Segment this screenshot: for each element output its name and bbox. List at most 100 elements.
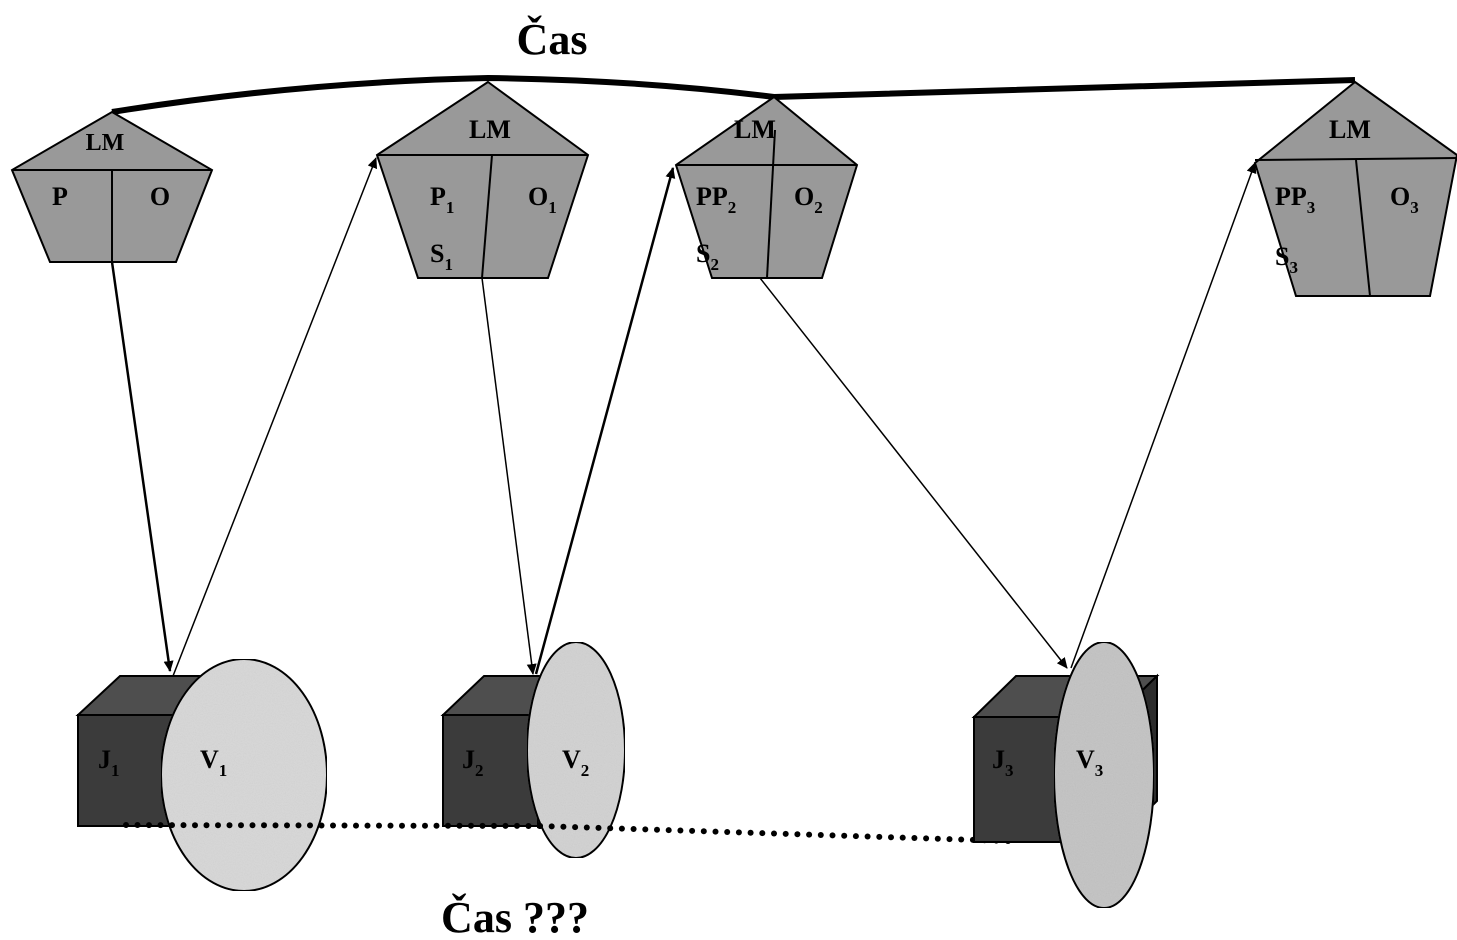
time-dot	[387, 822, 394, 829]
module-4-left-label: PP3	[1275, 182, 1315, 217]
time-dot	[665, 827, 672, 834]
time-dot	[712, 828, 719, 835]
unit-1: J1 V1	[75, 658, 328, 892]
time-dot	[782, 830, 789, 837]
time-dot	[307, 822, 313, 829]
time-dot	[180, 822, 187, 829]
time-dot	[618, 825, 625, 832]
time-dot	[318, 822, 325, 829]
time-dot	[923, 835, 930, 842]
unit-3-ellipse-label: V3	[1076, 745, 1103, 780]
module-1-left-label: P	[52, 182, 68, 211]
module-3-right-label: O2	[794, 182, 823, 217]
unit-2-ellipse	[526, 641, 626, 859]
module-pentagon-2: LM P1 O1 S1	[375, 80, 590, 279]
module-3-bottom-label: S2	[696, 239, 719, 274]
time-dot	[560, 823, 567, 830]
time-dot	[700, 828, 707, 835]
unit-1-box-label: J1	[98, 745, 120, 780]
time-dot	[146, 822, 152, 829]
time-dot	[203, 822, 210, 829]
time-dot	[491, 822, 497, 829]
time-dot	[295, 822, 302, 829]
arrow-module-3-to-unit-3	[759, 277, 1068, 669]
time-dot	[284, 822, 290, 829]
unit-2-ellipse-label: V2	[562, 745, 589, 780]
time-dot	[548, 823, 555, 830]
time-dot	[817, 832, 824, 838]
time-dot	[364, 822, 371, 829]
time-dot	[445, 822, 451, 829]
time-dot	[677, 827, 684, 834]
unit-2: J2 V2	[440, 641, 626, 859]
time-dot	[607, 825, 614, 832]
arrow-unit-1-to-module-2	[172, 157, 378, 677]
arrow-module-1-to-unit-1	[110, 261, 174, 672]
time-dot	[864, 833, 871, 840]
time-dot	[876, 833, 883, 840]
time-dot	[899, 834, 906, 841]
time-dot	[169, 822, 175, 829]
top-title: Čas	[517, 15, 588, 64]
time-dot	[583, 824, 590, 831]
arrow-unit-2-to-module-3	[534, 167, 676, 675]
time-dot	[330, 822, 336, 829]
unit-1-ellipse	[160, 658, 328, 892]
time-dot	[595, 824, 602, 831]
time-dot	[934, 835, 941, 842]
module-2-right-label: O1	[528, 182, 557, 217]
time-dot	[946, 836, 953, 843]
time-dot	[806, 831, 813, 838]
unit-3-box-label: J3	[992, 745, 1014, 780]
module-2-bottom-label: S1	[430, 239, 453, 274]
time-dot	[238, 822, 244, 829]
time-dot	[888, 834, 894, 841]
timeline-line	[111, 74, 1356, 115]
time-dot	[341, 822, 348, 829]
time-dot	[642, 826, 649, 833]
time-dot	[829, 832, 836, 839]
time-dot	[537, 823, 543, 829]
time-dot	[630, 826, 637, 832]
time-dot	[123, 822, 129, 828]
module-3-top-label: LM	[734, 115, 776, 144]
time-dot	[479, 822, 486, 829]
unit-3: J3 V3	[971, 641, 1160, 909]
time-dot	[911, 835, 918, 841]
time-dot	[261, 822, 267, 829]
time-dot	[215, 822, 221, 829]
module-pentagon-1: LM P O	[10, 110, 214, 263]
module-2-top-label: LM	[469, 115, 511, 144]
time-dot	[157, 822, 164, 829]
time-dot	[841, 832, 848, 839]
module-pentagon-3: LM PP2 O2 S2	[674, 95, 859, 279]
time-dot	[735, 829, 742, 836]
time-dot	[134, 822, 141, 828]
time-dot	[852, 833, 859, 840]
unit-3-ellipse	[1053, 641, 1155, 909]
time-dot	[514, 822, 520, 829]
time-dot	[958, 836, 965, 843]
time-dot	[794, 831, 801, 838]
time-dot	[422, 822, 428, 829]
bottom-title: Čas ???	[441, 893, 589, 940]
module-pentagon-4: LM PP3 O3 S3	[1253, 80, 1457, 297]
module-3-left-label: PP2	[696, 182, 736, 217]
time-dot	[226, 822, 233, 829]
time-dot	[654, 826, 660, 833]
unit-2-box-label: J2	[462, 745, 484, 780]
time-dot	[724, 829, 731, 835]
time-dot	[572, 824, 579, 831]
time-dot	[399, 822, 405, 829]
module-1-right-label: O	[150, 182, 170, 211]
time-dot	[525, 823, 532, 829]
time-dot	[468, 822, 474, 829]
arrow-unit-3-to-module-4	[1070, 162, 1257, 669]
time-dot	[272, 822, 279, 829]
time-dot	[747, 829, 754, 836]
arrow-module-2-to-unit-2	[481, 277, 537, 675]
time-dot	[353, 822, 359, 829]
time-dot	[759, 830, 766, 837]
module-4-bottom-label: S3	[1275, 242, 1298, 277]
time-dot	[502, 822, 509, 829]
